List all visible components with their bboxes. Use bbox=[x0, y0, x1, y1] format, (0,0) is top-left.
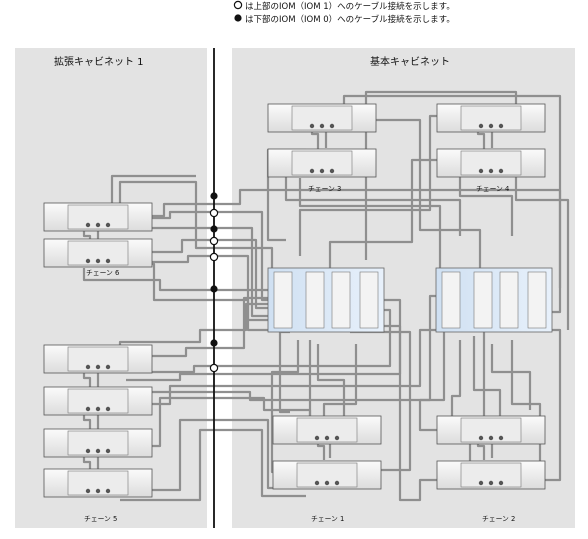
disk-tray bbox=[43, 238, 153, 268]
disk-tray bbox=[43, 468, 153, 498]
disk-tray bbox=[43, 428, 153, 458]
legend: は上部のIOM（IOM 1）へのケーブル接続を示します。 は下部のIOM（IOM… bbox=[233, 0, 455, 25]
disk-tray bbox=[267, 148, 377, 178]
controller-left bbox=[267, 267, 385, 333]
iom1-marker bbox=[209, 208, 219, 218]
iom0-marker bbox=[210, 339, 218, 347]
iom1-marker bbox=[209, 252, 219, 262]
controller-right bbox=[435, 267, 553, 333]
disk-tray bbox=[436, 103, 546, 133]
iom1-marker bbox=[209, 236, 219, 246]
expansion-cabinet-title: 拡張キャビネット 1 bbox=[54, 55, 144, 68]
chain-label-3: チェーン 3 bbox=[308, 185, 341, 193]
iom0-marker bbox=[210, 225, 218, 233]
chain-label-1: チェーン 1 bbox=[311, 515, 344, 523]
iom0-marker bbox=[210, 285, 218, 293]
iom1-marker bbox=[209, 363, 219, 373]
iom-markers bbox=[209, 192, 219, 373]
disk-tray bbox=[272, 460, 382, 490]
disk-tray bbox=[436, 460, 546, 490]
chain-label-2: チェーン 2 bbox=[482, 515, 515, 523]
expansion-trays bbox=[43, 202, 153, 498]
iom0-marker bbox=[210, 192, 218, 200]
disk-tray bbox=[272, 415, 382, 445]
disk-tray bbox=[436, 415, 546, 445]
disk-tray bbox=[436, 148, 546, 178]
chain-label-4: チェーン 4 bbox=[476, 185, 509, 193]
legend-upper-text: は上部のIOM（IOM 1）へのケーブル接続を示します。 bbox=[245, 1, 455, 12]
legend-lower-text: は下部のIOM（IOM 0）へのケーブル接続を示します。 bbox=[245, 14, 455, 25]
chain-label-6: チェーン 6 bbox=[86, 269, 119, 277]
disk-tray bbox=[267, 103, 377, 133]
base-cabinet-title: 基本キャビネット bbox=[370, 55, 450, 68]
disk-tray bbox=[43, 202, 153, 232]
disk-tray bbox=[43, 344, 153, 374]
base-trays bbox=[267, 103, 546, 490]
disk-tray bbox=[43, 386, 153, 416]
legend-open-circle-icon bbox=[233, 0, 243, 10]
chain-label-5: チェーン 5 bbox=[84, 515, 117, 523]
legend-filled-circle-icon bbox=[234, 14, 242, 22]
